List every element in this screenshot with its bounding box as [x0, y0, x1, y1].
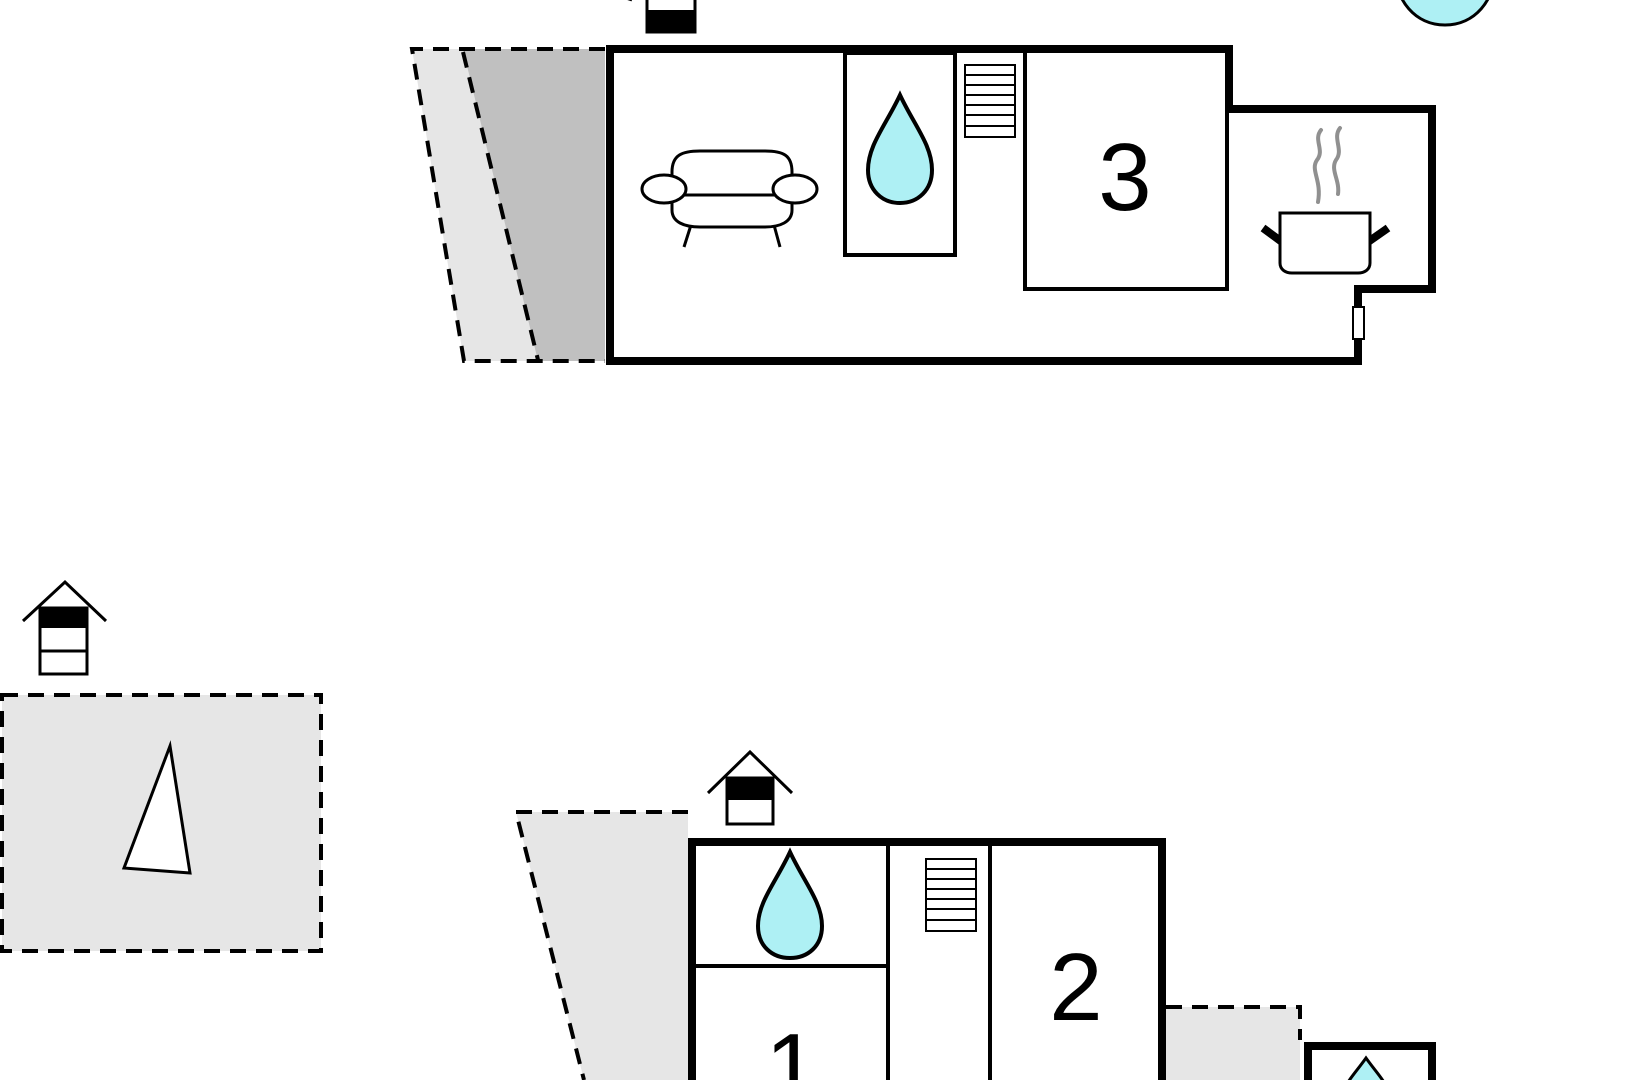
garden-area — [0, 579, 323, 953]
terrace-boundary — [409, 47, 605, 363]
door — [1352, 306, 1365, 340]
sofa-icon — [640, 149, 819, 248]
entrance-icon — [21, 579, 108, 676]
room-number-3: 3 — [1098, 124, 1151, 231]
lower-outer-wall — [688, 838, 1166, 1080]
terrace — [1166, 1007, 1300, 1080]
tent-icon — [121, 740, 192, 875]
upper-floor: 3 — [409, 0, 1489, 365]
water-drop-icon — [755, 847, 825, 961]
lower-floor: 2 1 — [513, 749, 1436, 1080]
terrace-boundary — [461, 51, 540, 361]
room-number-1: 1 — [765, 1014, 818, 1080]
water-drop-icon — [1347, 1055, 1385, 1080]
terrace-boundary — [513, 810, 688, 1080]
terrace-shade — [463, 49, 605, 361]
water-drop-icon — [1401, 0, 1489, 27]
stairs-icon — [925, 858, 977, 932]
stairs-icon — [964, 64, 1016, 138]
room-number-2: 2 — [1049, 934, 1102, 1041]
water-drop-icon — [865, 90, 935, 206]
bedroom-wall — [1023, 53, 1229, 291]
entrance-icon — [627, 0, 697, 34]
cooking-pot-icon — [1260, 126, 1391, 275]
entrance-icon — [706, 749, 794, 826]
terrace — [516, 812, 688, 1080]
lower-right-room-wall — [1304, 1042, 1436, 1080]
terrace-boundary — [1166, 1005, 1302, 1040]
upper-outer-wall — [606, 45, 1436, 365]
